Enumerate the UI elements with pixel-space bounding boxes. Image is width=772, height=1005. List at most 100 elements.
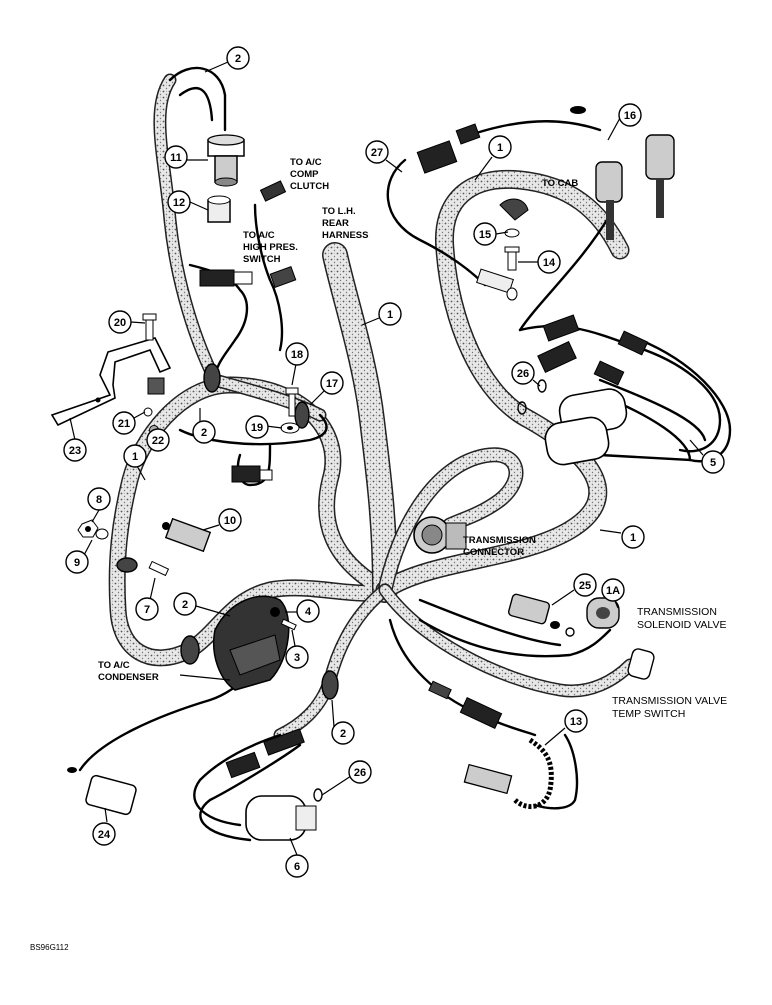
callout-text: 11 [170, 152, 182, 164]
callout-text: 20 [114, 317, 126, 329]
label-lh-rear-1: TO L.H. [322, 206, 356, 217]
connector-ac-comp [259, 180, 287, 202]
label-ac-high-pres-2: HIGH PRES. [243, 242, 298, 253]
callout-5: 5 [701, 450, 725, 474]
temp-switch-plug [627, 648, 655, 680]
spacer-12 [207, 195, 231, 223]
callout-text: 5 [710, 457, 716, 469]
callout-text: 22 [152, 435, 164, 447]
connector-27 [416, 123, 481, 174]
callout-17: 17 [320, 371, 344, 395]
callout-19: 19 [245, 415, 269, 439]
receiver-dryer-24 [67, 767, 137, 816]
text-labels: TO A/C COMP CLUTCH TO A/C HIGH PRES. SWI… [30, 157, 727, 952]
callout-text: 12 [173, 197, 185, 209]
callout-text: 8 [96, 494, 102, 506]
callout-14: 14 [537, 250, 561, 274]
sensor-27-tip [476, 268, 518, 301]
callout-9: 9 [65, 550, 89, 574]
callout-8: 8 [87, 487, 111, 511]
cab-connectors-16 [570, 106, 675, 240]
callout-text: 2 [182, 599, 188, 611]
callout-2-lower: 2 [173, 592, 197, 616]
connector-lower-mid [428, 680, 503, 729]
clamps [116, 363, 339, 700]
callout-text: 25 [579, 580, 591, 592]
callout-text: 14 [543, 257, 556, 269]
label-lh-rear-3: HARNESS [322, 230, 368, 241]
callout-26-right: 26 [511, 361, 535, 385]
solenoid-6 [245, 795, 317, 841]
callout-text: 15 [479, 229, 491, 241]
components [50, 106, 675, 841]
callout-text: 13 [570, 716, 582, 728]
callout-text: 16 [624, 110, 636, 122]
bolt-20 [142, 313, 157, 341]
label-ac-comp-3: CLUTCH [290, 181, 329, 192]
callout-10: 10 [218, 508, 242, 532]
callout-text: 19 [251, 422, 263, 434]
callout-1-left: 1 [123, 444, 147, 468]
callout-text: 27 [371, 147, 383, 159]
temp-sensor-13 [463, 737, 554, 810]
callout-22: 22 [146, 428, 170, 452]
label-trans-solenoid-1: TRANSMISSION [637, 606, 717, 618]
callout-text: 1A [606, 585, 620, 597]
clip-15-14 [499, 198, 529, 271]
label-trans-solenoid-2: SOLENOID VALVE [637, 619, 726, 631]
callout-4: 4 [296, 599, 320, 623]
callout-3: 3 [285, 645, 309, 669]
bolt-7 [148, 560, 170, 577]
connectors-5 [537, 314, 649, 386]
label-trans-valve-temp-1: TRANSMISSION VALVE [612, 695, 727, 707]
callout-15: 15 [473, 222, 497, 246]
pressure-switch-11 [207, 134, 245, 187]
callout-20: 20 [108, 310, 132, 334]
callout-27: 27 [365, 140, 389, 164]
callout-7: 7 [135, 597, 159, 621]
callout-24: 24 [92, 822, 116, 846]
callout-18: 18 [285, 342, 309, 366]
sensor-10 [162, 517, 212, 553]
callout-21: 21 [112, 411, 136, 435]
label-lh-rear-2: REAR [322, 218, 349, 229]
transmission-connector [413, 516, 467, 554]
callout-text: 24 [98, 829, 111, 841]
callout-13: 13 [564, 709, 588, 733]
label-ac-comp-1: TO A/C [290, 157, 322, 168]
label-ac-comp-2: COMP [290, 169, 319, 180]
washer-19 [280, 422, 300, 434]
relay-block [213, 595, 290, 691]
callout-6: 6 [285, 854, 309, 878]
callout-text: 2 [201, 427, 207, 439]
connector-ac-high-pres [199, 266, 297, 288]
callout-text: 23 [69, 445, 81, 457]
bracket-23 [50, 337, 172, 427]
callout-text: 26 [354, 767, 366, 779]
callout-2-bottom: 2 [331, 721, 355, 745]
callout-text: 9 [74, 557, 80, 569]
label-ac-high-pres-3: SWITCH [243, 254, 281, 265]
callout-text: 10 [224, 515, 236, 527]
callout-text: 1 [132, 451, 138, 463]
callout-text: 3 [294, 652, 300, 664]
callout-1-right: 1 [621, 525, 645, 549]
callout-text: 1 [630, 532, 636, 544]
callout-text: 17 [326, 378, 338, 390]
wires [78, 66, 732, 842]
o-ring-26-bottom [313, 788, 323, 802]
callout-text: 2 [235, 53, 241, 65]
main-harness-bundles [108, 73, 637, 742]
callout-text: 21 [118, 418, 130, 430]
label-trans-connector-2: CONNECTOR [463, 547, 524, 558]
connector-mid-left [231, 465, 273, 483]
callout-1-harness: 1 [378, 302, 402, 326]
callout-text: 4 [305, 606, 312, 618]
callout-1-topmid: 1 [488, 135, 512, 159]
label-ac-high-pres-1: TO A/C [243, 230, 275, 241]
label-ac-condenser-2: CONDENSER [98, 672, 159, 683]
callout-25: 25 [573, 573, 597, 597]
label-trans-connector-1: TRANSMISSION [463, 535, 536, 546]
